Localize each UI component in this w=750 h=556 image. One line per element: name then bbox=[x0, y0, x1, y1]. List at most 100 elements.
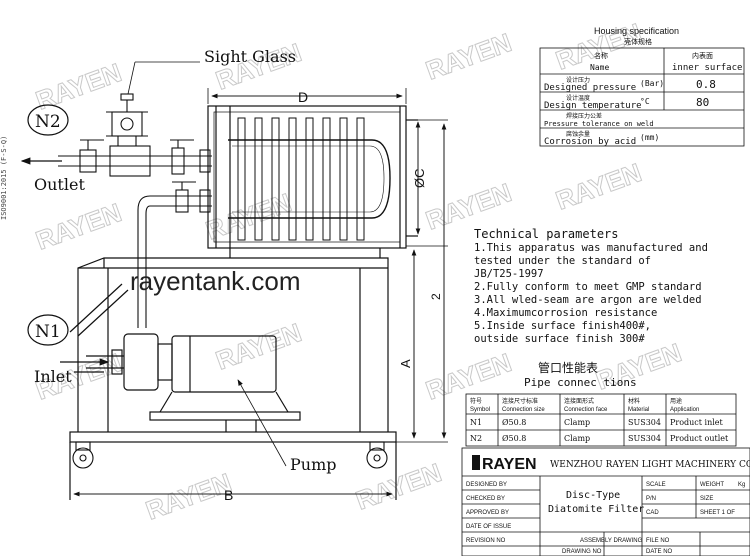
pipe-header-en: Material bbox=[628, 407, 649, 413]
title-block: RAYEN WENZHOU RAYEN LIGHT MACHINERY CO.,… bbox=[461, 447, 750, 556]
filter-disc bbox=[254, 117, 263, 241]
technical-line: 3.All wled-seam are argon are welded bbox=[474, 294, 702, 306]
spec-row-unit: (mm) bbox=[640, 133, 659, 142]
drawing-title-2: Diatomite Filter bbox=[548, 504, 644, 515]
housing-spec-title-cn: 壳体规格 bbox=[624, 37, 652, 46]
support-frame bbox=[69, 248, 397, 500]
pipe-header-en: Connection size bbox=[502, 407, 545, 413]
technical-line: JB/T25-1997 bbox=[474, 268, 544, 280]
technical-line: 5.Inside surface finish400#, bbox=[474, 320, 651, 332]
pipe-cell: Ø50.8 bbox=[502, 434, 526, 443]
technical-line: 1.This apparatus was manufactured and bbox=[474, 242, 708, 254]
spec-row-value: 0.8 bbox=[696, 78, 716, 91]
spec-row-unit: °C bbox=[640, 97, 650, 106]
spec-row-value: 80 bbox=[696, 96, 709, 109]
inlet-label: Inlet bbox=[34, 367, 72, 386]
technical-line: 4.Maximumcorrosion resistance bbox=[474, 307, 657, 319]
watermark-text: RAYEN bbox=[552, 157, 646, 216]
header-value: inner surface bbox=[672, 63, 742, 73]
date-no: DATE NO bbox=[646, 549, 673, 555]
sight-glass-label: Sight Glass bbox=[204, 47, 296, 66]
filter-disc bbox=[237, 117, 246, 241]
cad-label: CAD bbox=[646, 510, 659, 516]
pn-label: P/N bbox=[646, 496, 656, 502]
spec-row-cn: 设计压力 bbox=[566, 76, 590, 84]
watermark-text: RAYEN bbox=[32, 197, 126, 256]
pipe-cell: SUS304 bbox=[628, 434, 661, 443]
filter-disc bbox=[305, 117, 314, 241]
pipe-connections-table: 管口性能表 Pipe connec tions 符号Symbol连接尺寸标准Co… bbox=[465, 360, 737, 447]
filter-disc bbox=[322, 117, 331, 241]
rayen-logo-mark bbox=[472, 455, 480, 470]
file-no: FILE NO bbox=[646, 538, 670, 544]
company-name: WENZHOU RAYEN LIGHT MACHINERY CO.,LTD bbox=[550, 460, 750, 470]
dim-d-label: D bbox=[298, 89, 308, 105]
dim-b-label: B bbox=[224, 487, 233, 503]
pipe-cell: Clamp bbox=[564, 418, 590, 427]
date-of-issue: DATE OF ISSUE bbox=[466, 524, 511, 530]
spec-row-name: Corrosion by acid bbox=[544, 137, 636, 147]
pipe-header-en: Application bbox=[670, 407, 699, 413]
spec-row-name: Designed pressure bbox=[544, 83, 636, 93]
pipe-cell: N1 bbox=[470, 418, 482, 427]
pump bbox=[86, 333, 301, 432]
header-value-cn: 内表面 bbox=[692, 51, 713, 60]
watermark-text: RAYEN bbox=[212, 317, 306, 376]
spec-row-unit: (Bar) bbox=[640, 79, 664, 88]
drawing-no: DRAWING NO bbox=[562, 549, 602, 555]
watermark-text: RAYEN bbox=[212, 37, 306, 96]
pipe-header-cn: 用途 bbox=[670, 397, 682, 405]
caster-wheels bbox=[72, 441, 388, 469]
pump-label: Pump bbox=[290, 455, 336, 474]
dimension-lines bbox=[73, 88, 448, 497]
pipe-header-cn: 材料 bbox=[628, 397, 640, 405]
filter-housing bbox=[207, 105, 418, 249]
pipe-title-cn: 管口性能表 bbox=[538, 360, 598, 375]
filter-disc bbox=[356, 117, 365, 241]
checked-by: CHECKED BY bbox=[466, 496, 505, 502]
spec-row-name: Design temperature bbox=[544, 101, 642, 111]
weight-label: WEIGHT bbox=[700, 482, 724, 488]
sheet-label: SHEET 1 OF bbox=[700, 510, 735, 516]
watermark-text: RAYEN bbox=[142, 467, 236, 526]
dim-c-label: ØC bbox=[412, 169, 427, 189]
size-label: SIZE bbox=[700, 496, 713, 502]
spec-row-cn: 腐蚀余量 bbox=[566, 130, 590, 138]
pipe-header-cn: 连接尺寸标准 bbox=[502, 397, 538, 405]
pipe-header-cn: 连接面形式 bbox=[564, 397, 594, 405]
header-name-cn: 名称 bbox=[594, 51, 608, 60]
side-text: ISO9001:2015 (F-S-Q) bbox=[0, 136, 8, 220]
n2-label: N2 bbox=[35, 112, 61, 132]
pump-leader bbox=[237, 379, 287, 467]
n1-circle bbox=[27, 314, 69, 346]
designed-by: DESIGNED BY bbox=[466, 482, 507, 488]
dim-a-label: A bbox=[398, 359, 413, 368]
filter-disc bbox=[271, 117, 280, 241]
pipe-cell: Product inlet bbox=[670, 418, 724, 427]
watermark-text: RAYEN bbox=[422, 347, 516, 406]
filter-disc bbox=[288, 117, 297, 241]
assembly-drawing: ASSEMBLY DRAWING bbox=[580, 538, 643, 544]
housing-spec-table: Housing specification 壳体规格 名称 Name 内表面 i… bbox=[539, 26, 745, 147]
technical-line: outside surface finish 300# bbox=[474, 333, 645, 345]
housing-spec-title: Housing specification bbox=[594, 26, 679, 36]
header-name: Name bbox=[590, 63, 609, 72]
technical-line: 2.Fully conform to meet GMP standard bbox=[474, 281, 702, 293]
pipe-title: Pipe connec tions bbox=[524, 376, 637, 389]
pipe-header-cn: 符号 bbox=[470, 397, 482, 405]
approved-by: APPROVED BY bbox=[466, 510, 509, 516]
sight-glass-assembly bbox=[58, 93, 212, 328]
spec-row-cn: 设计温度 bbox=[566, 94, 590, 102]
weight-unit: Kg bbox=[738, 482, 745, 488]
title-logo: RAYEN bbox=[482, 456, 537, 473]
watermark-text: RAYEN bbox=[352, 457, 446, 516]
watermark-url: rayentank.com bbox=[130, 266, 301, 296]
watermark-text: RAYEN bbox=[32, 57, 126, 116]
pipe-cell: N2 bbox=[470, 434, 482, 443]
spec-row-name: Pressure tolerance on weld bbox=[544, 120, 654, 128]
pipe-header-en: Connection face bbox=[564, 407, 608, 413]
n2-circle bbox=[27, 104, 69, 136]
pipe-cell: SUS304 bbox=[628, 418, 661, 427]
filter-disc bbox=[339, 117, 348, 241]
pipe-cell: Ø50.8 bbox=[502, 418, 526, 427]
